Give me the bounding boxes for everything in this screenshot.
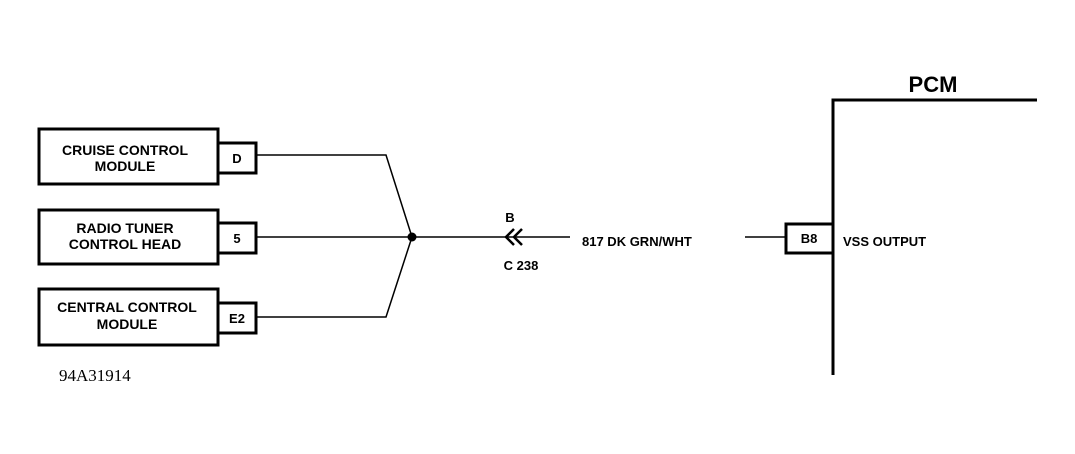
module-3-pin: E2 <box>229 311 245 326</box>
wire-color-label: 817 DK GRN/WHT <box>582 234 692 249</box>
figure-id: 94A31914 <box>59 366 131 385</box>
pcm: PCM B8 VSS OUTPUT <box>784 72 1037 375</box>
central-control-module: CENTRAL CONTROL MODULE E2 <box>37 287 258 347</box>
pcm-title: PCM <box>909 72 958 97</box>
cruise-control-module: CRUISE CONTROL MODULE D <box>37 127 258 186</box>
pcm-outline <box>831 98 1037 375</box>
radio-tuner-control-head: RADIO TUNER CONTROL HEAD 5 <box>37 208 258 266</box>
module-2-pin: 5 <box>233 231 240 246</box>
wire-branch-3 <box>256 236 413 318</box>
module-2-label-line1: RADIO TUNER <box>76 220 173 236</box>
connector-name-label: C 238 <box>504 258 539 273</box>
module-1-label-line2: MODULE <box>95 158 156 174</box>
module-2-label-line2: CONTROL HEAD <box>69 236 182 252</box>
pcm-pin-box <box>784 222 835 255</box>
module-1-label-line1: CRUISE CONTROL <box>62 142 188 158</box>
module-3-label-line1: CENTRAL CONTROL <box>57 299 197 315</box>
module-3-label-line2: MODULE <box>97 316 158 332</box>
pcm-pin: B8 <box>801 231 818 246</box>
connector-cavity-label: B <box>505 210 514 225</box>
module-1-pin: D <box>232 151 241 166</box>
branch-wires <box>256 154 413 318</box>
wire-branch-1 <box>256 154 413 238</box>
pcm-signal-label: VSS OUTPUT <box>843 234 926 249</box>
